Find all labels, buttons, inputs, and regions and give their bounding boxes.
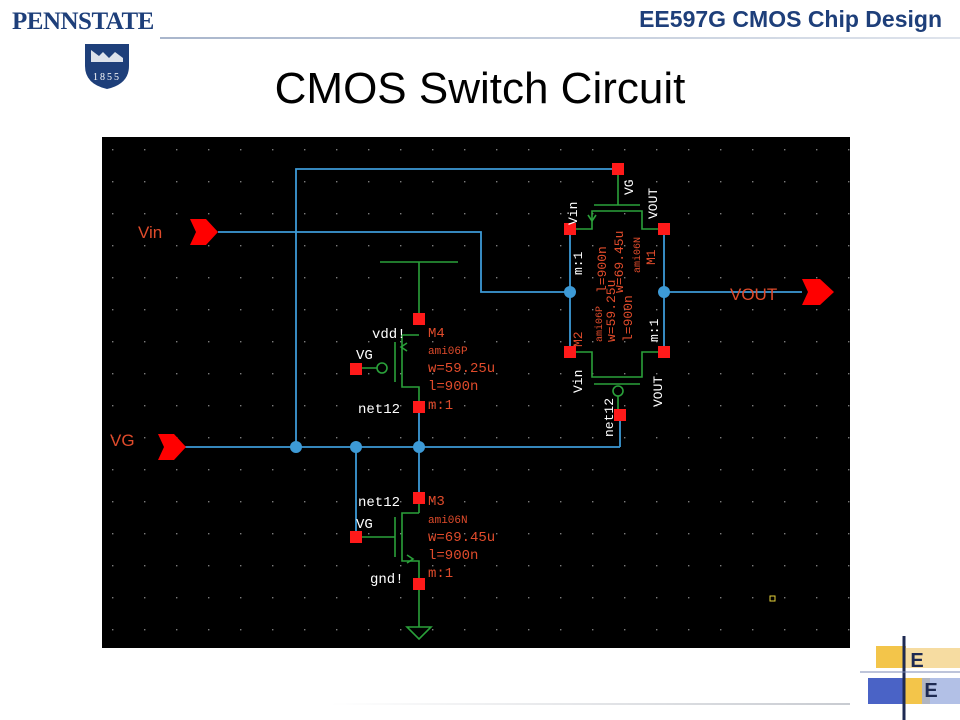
header-divider [160,37,960,39]
vin-pin [190,219,218,245]
m4-labels: vdd! VG net12 M4 ami06P w=59.25u l=900n … [356,326,495,418]
vin-label: Vin [138,223,162,242]
m4-m: m:1 [428,398,453,414]
m4-model: ami06P [428,346,468,358]
grid-dots [102,137,850,648]
m4-gate: VG [356,348,373,364]
m4-name: M4 [428,326,445,342]
vout-pin [802,279,834,305]
wires [184,168,802,537]
m1-l: l=900n [595,246,610,293]
gnd-symbol [405,626,433,641]
m2-name: M2 [571,331,586,347]
m2-drain: VOUT [651,376,666,407]
vg-label: VG [110,431,135,450]
m2-source: Vin [571,370,586,393]
schematic-canvas: Vin VG VOUT vdd! VG net12 M4 ami06P w=59… [102,137,850,648]
m1-m: m:1 [571,251,586,275]
m1-gate: VG [622,179,637,195]
vg-pin [158,434,186,460]
ee-top-letter: E [910,650,923,672]
m2-gate: net12 [602,398,617,437]
ee-badge: E E [860,636,960,720]
terminals [350,163,670,590]
m4-supply: vdd! [372,327,406,343]
footer-divider [330,703,850,705]
wire-vg-to-m1gate [295,168,618,447]
m1-drain: VOUT [646,188,661,219]
m4-l: l=900n [428,379,478,395]
m2-w: w=59.25u [604,280,619,342]
m3-m: m:1 [428,566,453,582]
m3-name: M3 [428,494,445,510]
m3-l: l=900n [428,548,478,564]
m2-l: l=900n [621,295,636,342]
m2-model: ami06P [594,306,606,342]
m1-source: Vin [566,202,581,225]
device-symbols [355,169,664,627]
shield-icon: 1855 [85,44,129,89]
m1-w: w=69.45u [612,231,627,293]
m4-w: w=59.25u [428,361,495,377]
slide-title: CMOS Switch Circuit [274,64,686,113]
penn-state-logo: PENNSTATE 1855 [12,8,162,90]
m1-m2-labels: VG Vin VOUT M1 ami06N w=69.45u l=900n m:… [566,179,666,437]
junction-dots [290,286,670,453]
course-title: EE597G CMOS Chip Design [639,6,942,32]
vout-label: VOUT [730,285,777,304]
wire-vin [218,231,570,293]
m3-supply: gnd! [370,572,404,588]
marker-square [769,595,776,602]
io-pins [158,219,834,460]
m1-name: M1 [644,249,659,265]
schematic-svg: Vin VG VOUT vdd! VG net12 M4 ami06P w=59… [102,137,850,648]
m3-model: ami06N [428,515,468,527]
ee-bottom-letter: E [924,680,937,702]
m3-labels: net12 VG gnd! M3 ami06N w=69.45u l=900n … [356,494,495,588]
m3-drain: net12 [358,495,400,511]
m3-gate: VG [356,517,373,533]
logo-year: 1855 [93,72,121,83]
m4-drain: net12 [358,402,400,418]
m1-model: ami06N [632,237,644,273]
m2-m: m:1 [647,318,662,342]
m3-w: w=69.45u [428,530,495,546]
logo-wordmark: PENNSTATE [12,8,154,35]
